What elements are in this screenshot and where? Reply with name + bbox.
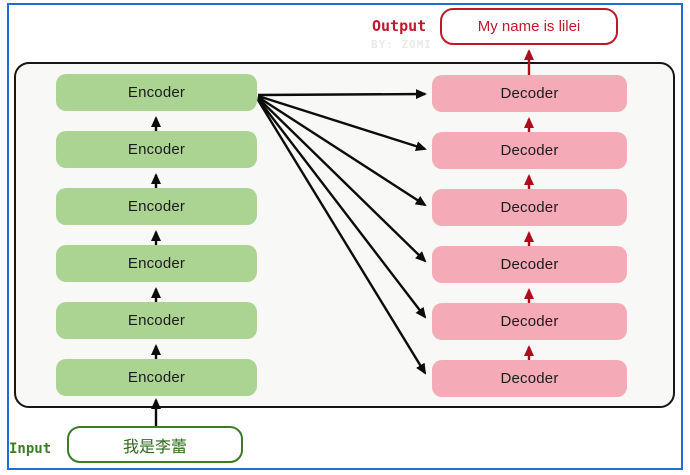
input-label: Input <box>9 441 52 457</box>
output-text-box: My name is lilei <box>440 8 618 45</box>
output-label: Output <box>372 17 427 35</box>
encoder-box: Encoder <box>56 74 257 111</box>
encoder-stack: Encoder Encoder Encoder Encoder Encoder … <box>56 74 257 396</box>
output-text: My name is lilei <box>477 18 581 35</box>
encoder-label: Encoder <box>127 198 186 215</box>
decoder-label: Decoder <box>500 142 559 159</box>
encoder-label: Encoder <box>127 84 186 101</box>
decoder-label: Decoder <box>500 313 559 330</box>
decoder-label: Decoder <box>500 85 559 102</box>
decoder-stack: Decoder Decoder Decoder Decoder Decoder … <box>432 75 627 397</box>
decoder-box: Decoder <box>432 189 627 226</box>
outer-blue-frame <box>7 3 683 470</box>
input-text: 我是李蕾 <box>122 438 187 456</box>
decoder-box: Decoder <box>432 360 627 397</box>
encoder-box: Encoder <box>56 302 257 339</box>
encoder-box: Encoder <box>56 188 257 225</box>
decoder-box: Decoder <box>432 246 627 283</box>
encoder-box: Encoder <box>56 359 257 396</box>
decoder-box: Decoder <box>432 303 627 340</box>
decoder-label: Decoder <box>500 256 559 273</box>
watermark: BY: ZOMI <box>371 38 432 51</box>
encoder-label: Encoder <box>127 141 186 158</box>
decoder-box: Decoder <box>432 132 627 169</box>
decoder-box: Decoder <box>432 75 627 112</box>
encoder-label: Encoder <box>127 369 186 386</box>
encoder-box: Encoder <box>56 131 257 168</box>
encoder-box: Encoder <box>56 245 257 282</box>
decoder-label: Decoder <box>500 370 559 387</box>
encoder-label: Encoder <box>127 312 186 329</box>
decoder-label: Decoder <box>500 199 559 216</box>
encoder-label: Encoder <box>127 255 186 272</box>
input-text-box: 我是李蕾 <box>67 426 243 463</box>
